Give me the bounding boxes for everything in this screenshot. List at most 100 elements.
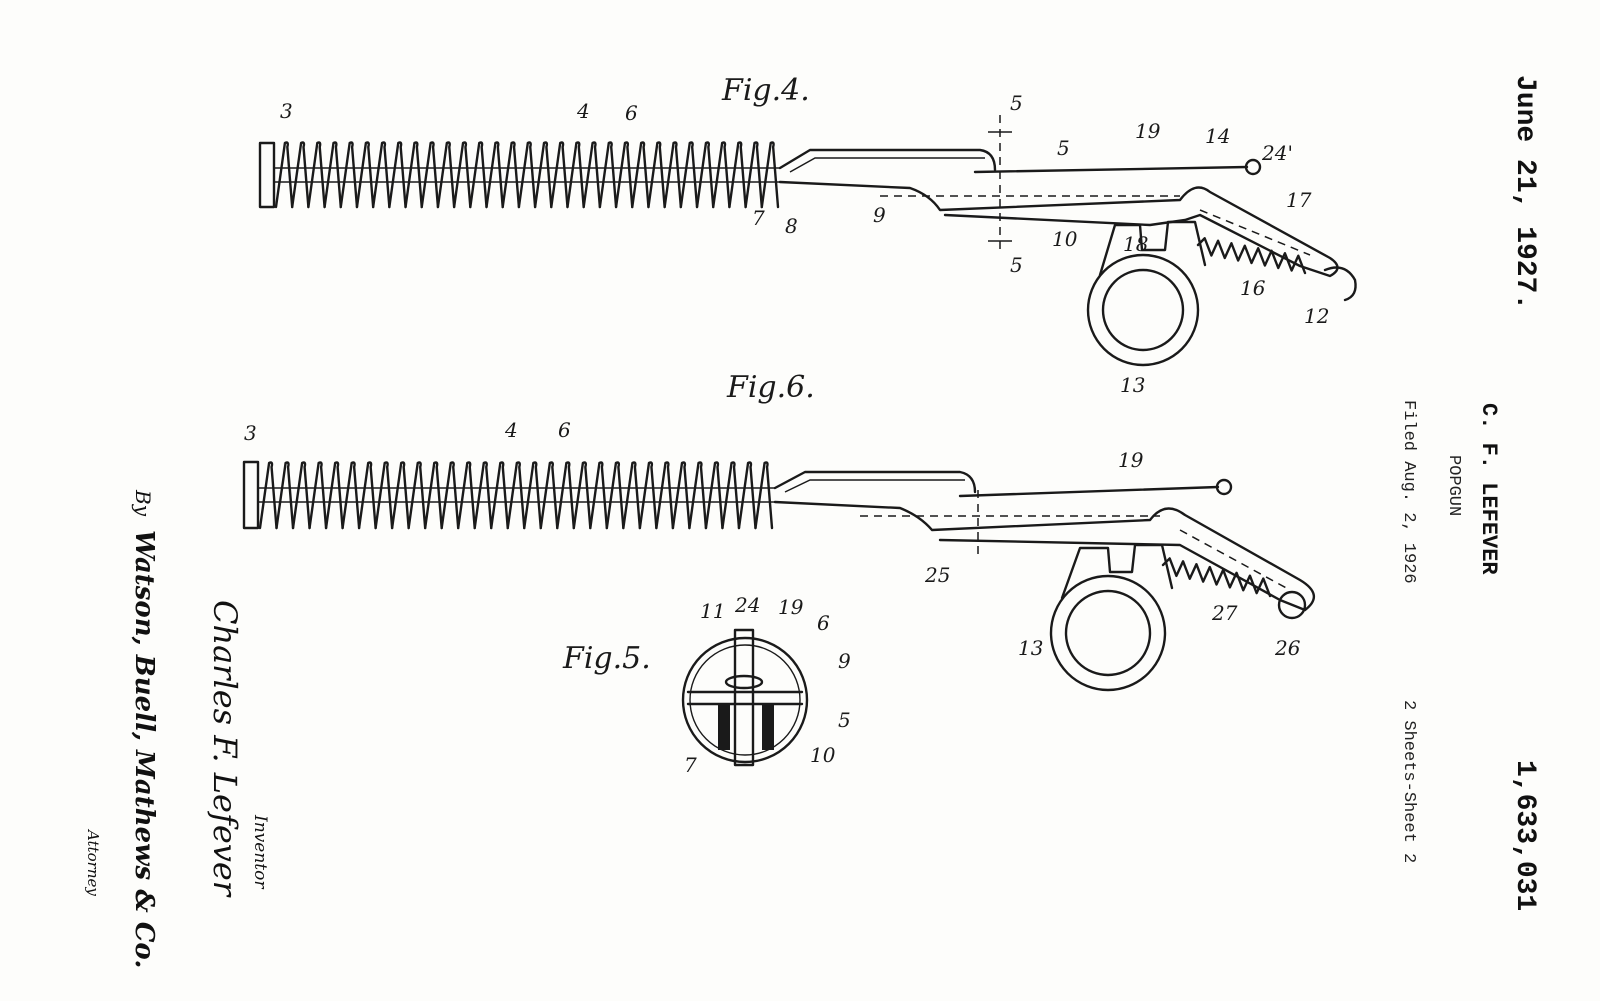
fig6-spring-coil xyxy=(374,461,394,530)
fig4-trigger-spring-coil xyxy=(1196,237,1307,275)
fig4-spring-coil xyxy=(501,141,521,209)
fig6-spring-coil xyxy=(556,461,576,530)
fig4-spring-coil xyxy=(452,141,472,209)
fig4-spring-coil xyxy=(712,141,731,209)
fig4-label-4: 4 xyxy=(576,99,590,123)
fig4-spring-coil xyxy=(469,141,488,209)
fig6-trigger-guard xyxy=(1060,543,1174,600)
fig4-spring-coil xyxy=(728,141,747,209)
fig6-spring-coil xyxy=(440,461,460,530)
fig4-label-7: 7 xyxy=(752,206,765,230)
fig6-spring-coil xyxy=(506,461,526,530)
signature-block: Charles F. Lefever Inventor By Watson, B… xyxy=(84,489,270,968)
fig6-spring-coil xyxy=(605,461,625,530)
fig4-wire-eye xyxy=(1244,158,1262,176)
fig6-title: Fig.6. xyxy=(726,370,815,405)
fig5-label-10: 10 xyxy=(810,743,836,767)
fig4-upper-loop-inner xyxy=(789,157,985,173)
figure-6: Fig.6. 3 4 6 19 25 27 26 13 xyxy=(242,370,1315,692)
fig6-end-cap xyxy=(242,460,260,530)
fig6-spring-coil xyxy=(324,461,344,530)
fig6-spring-coil xyxy=(523,461,542,530)
fig6-spring-coil xyxy=(456,461,476,530)
fig4-spring-coil xyxy=(388,141,407,209)
fig6-stock-body xyxy=(773,500,1315,612)
fig4-spring-coil xyxy=(550,141,569,209)
header-date: June 21, 1927. xyxy=(1509,75,1540,310)
fig4-trigger-wire xyxy=(973,165,1249,174)
fig5-label-11: 11 xyxy=(700,599,725,623)
fig5-label-6: 6 xyxy=(817,611,830,635)
fig6-spring-coil xyxy=(721,461,741,530)
fig5-label-5: 5 xyxy=(838,708,851,732)
fig4-spring-coil xyxy=(566,141,585,209)
patent-header: June 21, 1927. C. F. LEFEVER POPGUN File… xyxy=(1399,75,1540,911)
fig4-spring-coil xyxy=(274,141,294,209)
fig6-trigger-spring-coil xyxy=(1161,557,1272,598)
fig4-upper-loop xyxy=(778,148,997,172)
fig4-spring-coil xyxy=(420,141,440,209)
fig4-spring-coil xyxy=(323,141,342,209)
fig4-spring-coil xyxy=(614,141,634,209)
fig6-spring-coil xyxy=(589,461,609,530)
fig6-spring-coil xyxy=(671,461,691,530)
fig4-label-6: 6 xyxy=(625,101,638,125)
fig4-spring-coil xyxy=(485,141,504,209)
fig4-label-5-mid: 5 xyxy=(1057,136,1070,160)
fig6-spring-coil xyxy=(638,461,658,530)
fig6-label-6: 6 xyxy=(558,418,571,442)
fig6-dashed-lever xyxy=(1179,529,1291,591)
fig5-wire-loop xyxy=(724,674,764,690)
fig4-label-3: 3 xyxy=(280,99,293,123)
fig6-spring-coil xyxy=(754,461,774,530)
fig4-label-5-top: 5 xyxy=(1010,91,1023,115)
header-patent-number: 1,633,031 xyxy=(1509,760,1540,911)
fig5-left-section xyxy=(718,705,730,750)
fig4-spring-coil xyxy=(647,141,666,209)
fig5-right-section xyxy=(762,705,774,750)
fig4-hook xyxy=(1323,266,1357,302)
fig4-spring-coil xyxy=(533,141,553,209)
fig5-label-7: 7 xyxy=(684,753,697,777)
fig4-spring-coil xyxy=(631,141,650,209)
fig4-stock-body xyxy=(778,180,1339,278)
fig5-title: Fig.5. xyxy=(562,641,651,676)
fig4-spring-coil xyxy=(744,141,764,209)
inventor-caption: Inventor xyxy=(250,814,270,889)
fig4-spring-coil xyxy=(695,141,715,209)
fig4-spring-coil xyxy=(404,141,423,209)
header-filed: Filed Aug. 2, 1926 xyxy=(1399,400,1418,584)
fig4-spring-coil xyxy=(436,141,456,209)
fig6-spring-coil xyxy=(423,461,443,530)
figure-5: Fig.5. 11 24 19 6 9 5 7 10 xyxy=(562,593,851,777)
fig4-spring-coil xyxy=(598,141,618,209)
fig6-spring xyxy=(258,461,774,530)
fig6-spring-coil xyxy=(308,461,328,530)
fig4-trigger-spring xyxy=(1196,237,1307,275)
fig4-label-8: 8 xyxy=(785,214,798,238)
fig6-spring-coil xyxy=(655,461,675,530)
fig6-label-25: 25 xyxy=(924,563,950,587)
figure-4: Fig.4. 3 4 6 5 19 14 2 xyxy=(258,73,1357,397)
fig4-label-9: 9 xyxy=(873,203,886,227)
fig4-label-14: 14 xyxy=(1205,124,1230,148)
fig5-center-post xyxy=(733,628,755,767)
inventor-name: Charles F. Lefever xyxy=(206,600,244,898)
fig6-label-27: 27 xyxy=(1211,601,1238,625)
fig4-label-16: 16 xyxy=(1240,276,1266,300)
fig4-label-19: 19 xyxy=(1135,119,1161,143)
fig4-finger-ring-outer xyxy=(1086,253,1200,367)
fig6-wire-eye xyxy=(1215,478,1233,496)
header-sheets: 2 Sheets-Sheet 2 xyxy=(1399,700,1418,863)
fig4-dashed-lever xyxy=(1199,209,1311,256)
fig4-label-18: 18 xyxy=(1123,232,1148,256)
fig4-title: Fig.4. xyxy=(721,73,810,108)
fig6-upper-loop xyxy=(773,470,977,494)
fig4-end-cap xyxy=(258,141,276,209)
fig6-trigger-wire xyxy=(958,485,1220,498)
fig6-spring-coil xyxy=(341,461,361,530)
fig6-spring-coil xyxy=(622,461,642,530)
fig6-spring-coil xyxy=(357,461,377,530)
fig4-label-24p: 24' xyxy=(1261,141,1293,165)
